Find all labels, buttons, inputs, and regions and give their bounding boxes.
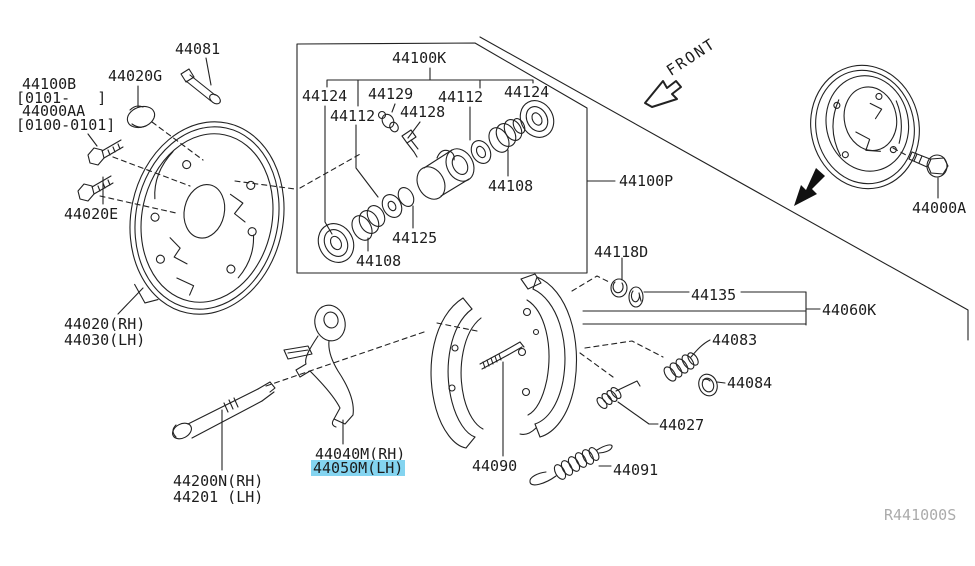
part-label-44030-lh: 44030(LH)	[64, 331, 146, 349]
spring-44027	[580, 353, 658, 424]
part-label-44060K: 44060K	[822, 301, 877, 319]
part-label-44081: 44081	[175, 40, 221, 58]
part-label-44090: 44090	[472, 457, 518, 475]
part-label-44100B: 44100B	[22, 75, 77, 93]
spring-44091	[530, 445, 612, 485]
part-label-44020E: 44020E	[64, 205, 119, 223]
assembled-brake	[799, 55, 930, 199]
backing-plate	[100, 107, 302, 328]
part-label-44091: 44091	[613, 461, 659, 479]
part-label-44128: 44128	[400, 103, 446, 121]
part-label-44040M-rh: 44040M(RH)	[315, 445, 406, 463]
part-label-44118D: 44118D	[594, 243, 649, 261]
part-label-44124-left: 44124	[302, 87, 348, 105]
brake-shoes	[431, 274, 576, 456]
part-label-44027: 44027	[659, 416, 705, 434]
part-label-44112-right: 44112	[438, 88, 484, 106]
adjuster-strut	[170, 331, 427, 470]
part-label-44129: 44129	[368, 85, 414, 103]
parking-lever	[284, 302, 353, 444]
part-label-44112-left: 44112	[330, 107, 376, 125]
part-label-44083: 44083	[712, 331, 758, 349]
grommet-44020G	[124, 86, 157, 131]
part-label-44050M-lh-highlighted: 44050M(LH)	[311, 459, 406, 477]
part-label-44020-rh: 44020(RH)	[64, 315, 146, 333]
install-direction-arrow	[794, 168, 825, 206]
spring-44083	[585, 340, 710, 383]
pin-44081	[181, 58, 222, 106]
part-label-44125: 44125	[392, 229, 438, 247]
part-label-44135: 44135	[691, 286, 737, 304]
shoe-kit-bracket	[583, 292, 820, 325]
part-label-44100P: 44100P	[619, 172, 674, 190]
part-label-44084: 44084	[727, 374, 773, 392]
wheel-cylinder-kit-box	[297, 43, 615, 273]
part-label-44200N-rh: 44200N(RH)	[173, 472, 264, 490]
part-label-44108-right: 44108	[488, 177, 534, 195]
diagram-code-watermark: R441000S	[884, 506, 957, 524]
wheel-cylinder-parts	[312, 95, 560, 269]
clips-44118D	[572, 258, 643, 307]
part-label-44020G: 44020G	[108, 67, 163, 85]
part-label-44124-right: 44124	[504, 83, 550, 101]
part-label-44000AA: 44000AA	[22, 102, 86, 120]
axis-line	[480, 37, 968, 340]
part-range-44100B: [0101- ]	[16, 89, 107, 107]
part-label-44100K: 44100K	[392, 49, 447, 67]
part-label-44000A: 44000A	[912, 199, 967, 217]
bolt-44000A	[909, 152, 948, 198]
adjuster-socket-44084	[696, 372, 725, 399]
front-arrow-icon	[645, 81, 681, 107]
part-label-44201-lh: 44201 (LH)	[173, 488, 264, 506]
part-range-44000AA: [0100-0101]	[16, 116, 116, 134]
bolts-44020E	[78, 134, 123, 204]
part-label-44108-left: 44108	[356, 252, 402, 270]
